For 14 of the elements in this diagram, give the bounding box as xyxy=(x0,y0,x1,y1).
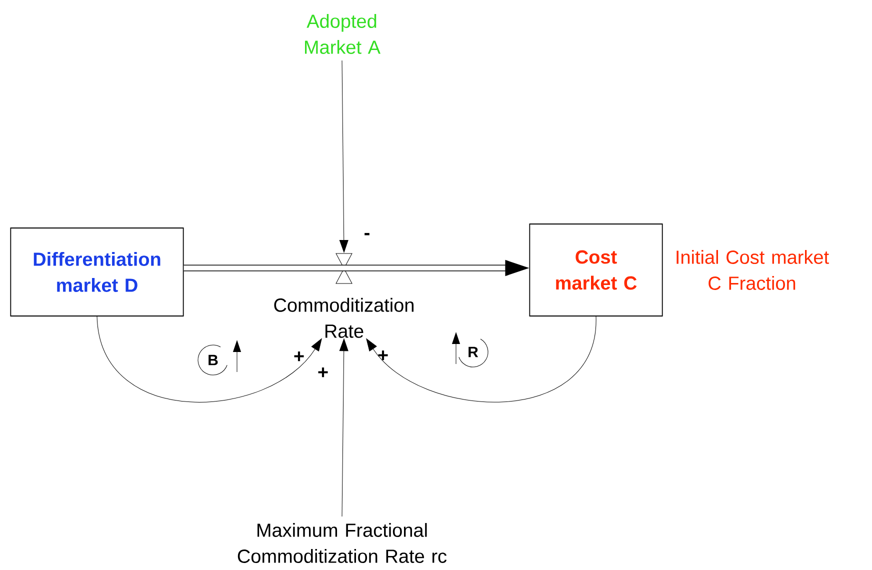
node-label: Commoditization Rate xyxy=(274,298,414,338)
edge-label: + xyxy=(318,367,328,378)
variable-label: Maximum Fractional Commoditization Rate rc xyxy=(238,523,447,563)
stock-box: Cost market C xyxy=(529,224,663,316)
arrow xyxy=(339,338,348,517)
arrow xyxy=(339,60,348,252)
stock-box: Differentiation market D xyxy=(10,228,184,316)
edge-label: + xyxy=(378,350,388,360)
edge-label: + xyxy=(294,351,304,362)
arrow xyxy=(96,316,322,402)
rate-valve: Commoditization Rate xyxy=(274,253,414,338)
arrow xyxy=(366,316,596,402)
variable-label: Adopted Market A xyxy=(305,14,380,54)
edge-label: - xyxy=(364,232,370,236)
